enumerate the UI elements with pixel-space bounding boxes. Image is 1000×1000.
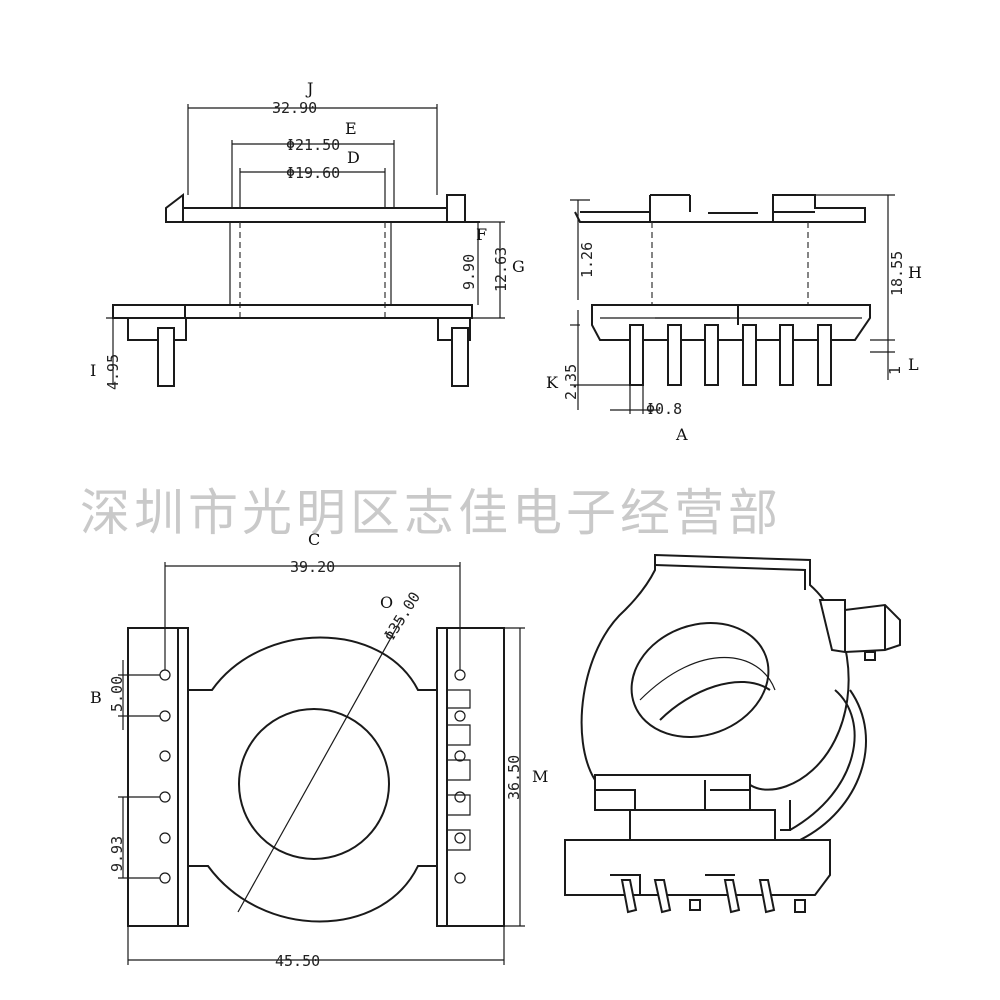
side-view <box>570 194 895 414</box>
dim-A-value: Φ0.8 <box>646 400 682 418</box>
label-H: H <box>908 263 922 282</box>
label-B: B <box>90 688 102 707</box>
watermark: 深圳市光明区志佳电子经营部 <box>80 484 782 542</box>
dim-L-value: 1 <box>886 366 904 375</box>
dim-D-value: Φ19.60 <box>286 164 340 182</box>
label-K: K <box>546 373 559 392</box>
label-I: I <box>90 361 96 380</box>
dim-F-value: 9.90 <box>460 254 478 290</box>
dim-I-value: 4.95 <box>104 354 122 390</box>
label-J: J <box>305 79 313 98</box>
label-L: L <box>908 355 919 374</box>
label-C: C <box>308 530 320 549</box>
label-E: E <box>345 119 357 138</box>
front-view <box>106 104 505 387</box>
dim-N-value: 45.50 <box>275 952 320 970</box>
label-M: M <box>532 767 548 786</box>
dim-B-value: 5.00 <box>108 676 126 712</box>
dim-H-value: 18.55 <box>888 251 906 296</box>
dim-C-value: 39.20 <box>290 558 335 576</box>
label-G: G <box>512 257 525 276</box>
label-O: O <box>380 593 393 612</box>
isometric-view <box>564 553 901 914</box>
top-view <box>118 562 525 965</box>
dim-K-value: 2.35 <box>562 364 580 400</box>
dim-J-value: 32.90 <box>272 99 317 117</box>
dim-M-value: 36.50 <box>505 755 523 800</box>
label-F: F <box>476 225 487 244</box>
dim-H-small-value: 1.26 <box>578 242 596 278</box>
label-D: D <box>347 148 360 167</box>
dim-E-value: Φ21.50 <box>286 136 340 154</box>
label-A: A <box>675 425 688 444</box>
dim-B2-value: 9.93 <box>108 836 126 872</box>
dim-G-value: 12.63 <box>492 247 510 292</box>
